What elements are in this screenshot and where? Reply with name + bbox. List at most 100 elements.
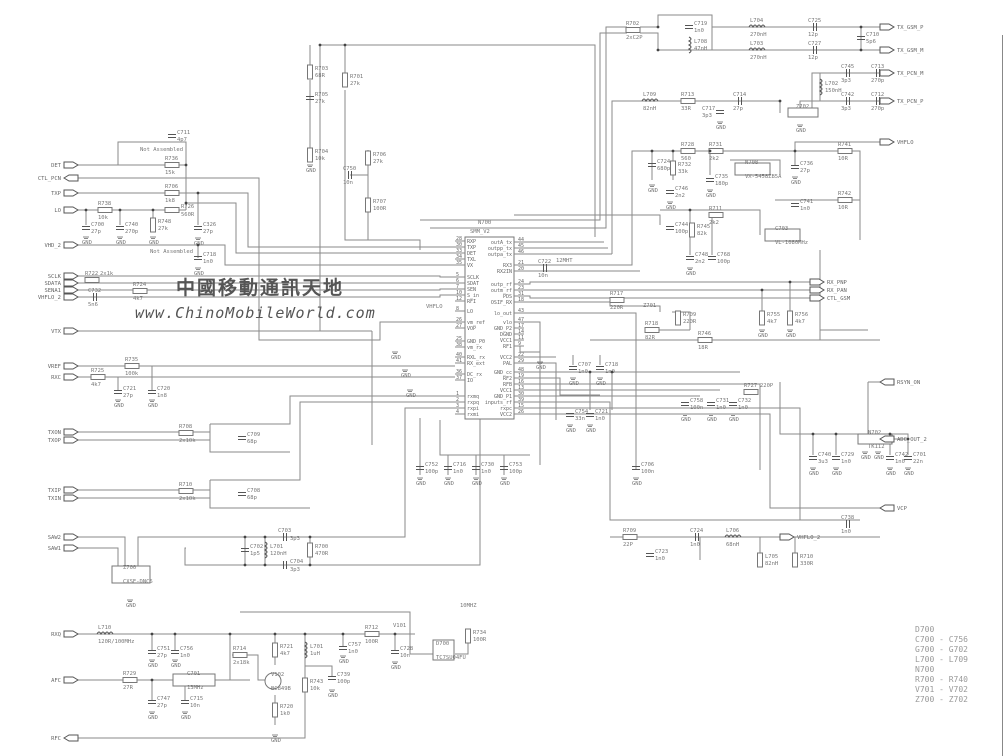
component-value: 27k	[158, 226, 169, 232]
capacitor-c707	[569, 366, 577, 370]
ground-label: GND	[707, 417, 717, 423]
component-ref: C739	[337, 672, 350, 678]
junction-dot	[263, 535, 267, 539]
port-symbol	[809, 294, 825, 302]
port-symbol	[63, 630, 79, 638]
port-symbol	[63, 286, 79, 294]
component-value: 33n	[575, 416, 585, 422]
junction-dot	[708, 149, 712, 153]
inductor-l701	[303, 641, 308, 659]
resistor-r727	[743, 389, 759, 395]
capacitor-c736	[791, 165, 799, 169]
port-symbol	[63, 486, 79, 494]
resistor-r722	[84, 277, 100, 283]
transistor-v102-symbol	[264, 672, 282, 690]
component-ref: R725	[91, 368, 104, 374]
component-ref: C711	[177, 130, 190, 136]
component-value: 100p	[717, 259, 730, 265]
component-ref: L701	[270, 544, 283, 550]
component-ref: C717	[702, 106, 715, 112]
port-label-left: VHD_2	[44, 243, 61, 249]
legend-line: D700	[915, 625, 934, 634]
component-value: 27k	[315, 99, 326, 105]
component-value: 150nH	[825, 88, 842, 94]
ic-pin-name: GND_P2	[494, 326, 512, 332]
component-value: 68p	[247, 439, 257, 445]
component-value: 270p	[871, 78, 884, 84]
ground-icon	[810, 467, 816, 470]
component-ref: C756	[180, 646, 193, 652]
capacitor-c740	[809, 456, 817, 460]
ic-pin-name: RXP	[467, 239, 476, 245]
component-value: 100k	[125, 371, 139, 377]
component-ref: C721	[595, 409, 608, 415]
not-assembled-note: Not Assembled	[140, 147, 183, 153]
ground-icon	[149, 399, 155, 402]
component-value: 27p	[203, 229, 213, 235]
ground-label: GND	[832, 471, 842, 477]
component-ref: C721	[123, 386, 136, 392]
component-ref: C754	[575, 409, 589, 415]
resistor-r742	[837, 197, 853, 203]
component-ref: C710	[866, 32, 879, 38]
inductor-l708	[687, 36, 692, 54]
ic-pin-number: 16	[518, 379, 524, 385]
junction-dot	[760, 288, 764, 292]
component-value: VX-5458ZB5A	[745, 174, 782, 180]
component-ref: R714	[233, 646, 247, 652]
resistor-r726	[164, 207, 180, 213]
ground-icon	[875, 451, 881, 454]
component-ref: C735	[715, 174, 728, 180]
ic-pin-name: SEN	[467, 287, 476, 293]
ground-icon	[597, 377, 603, 380]
resistor-r711	[708, 212, 724, 218]
resistor-r700	[307, 542, 313, 558]
ic-pin-name: TXL	[467, 257, 476, 263]
ic-pin-name: outpa_tx	[488, 252, 512, 258]
ic-pin-number: 8	[456, 306, 459, 312]
component-ref: C707	[578, 362, 591, 368]
resistor-r717	[609, 297, 625, 303]
ground-label: GND	[791, 180, 801, 186]
ground-icon	[417, 477, 423, 480]
resistor-r728	[680, 148, 696, 154]
component-value: 100R	[373, 206, 387, 212]
resistor-r724	[132, 288, 148, 294]
component-ref: R743	[310, 679, 323, 685]
ground-label: GND	[796, 128, 806, 134]
component-ref: C725	[808, 18, 821, 24]
ic-pin-number: 9	[518, 341, 521, 347]
port-label-right: ADC_OUT_2	[897, 437, 927, 443]
component-value: 2k2	[709, 220, 719, 226]
capacitor-c732	[729, 402, 737, 406]
capacitor-c753	[500, 466, 508, 470]
inductor-l709	[641, 98, 659, 103]
component-value: 560	[681, 156, 691, 162]
junction-dot	[859, 48, 863, 52]
ground-icon	[567, 424, 573, 427]
junction-dot	[778, 99, 782, 103]
ic-pin-name: rxpq	[467, 400, 479, 406]
ground-icon	[149, 659, 155, 662]
main-ic-part: SMM_V2	[470, 229, 490, 235]
component-ref: C704	[290, 559, 304, 565]
component-ref: C736	[800, 161, 813, 167]
resistor-r709	[675, 310, 681, 326]
ground-label: GND	[416, 481, 426, 487]
ground-icon	[570, 377, 576, 380]
legend-line: L700 - L709	[915, 655, 968, 664]
capacitor-c742	[886, 456, 894, 460]
component-value: 220R	[610, 305, 624, 311]
component-value: TK112	[868, 444, 885, 450]
ground-label: GND	[648, 188, 658, 194]
ic-pin-name: DET	[467, 251, 476, 257]
component-value: 68p	[247, 495, 257, 501]
vco-n708-body	[734, 162, 771, 176]
component-ref: R741	[838, 142, 851, 148]
ic-pin-number: 29	[518, 358, 524, 364]
junction-dot	[150, 632, 154, 636]
ic-pin-number: 44	[518, 237, 524, 243]
ic-pin-name: VCC1	[500, 338, 512, 344]
port-label-left: VREF	[48, 364, 61, 370]
